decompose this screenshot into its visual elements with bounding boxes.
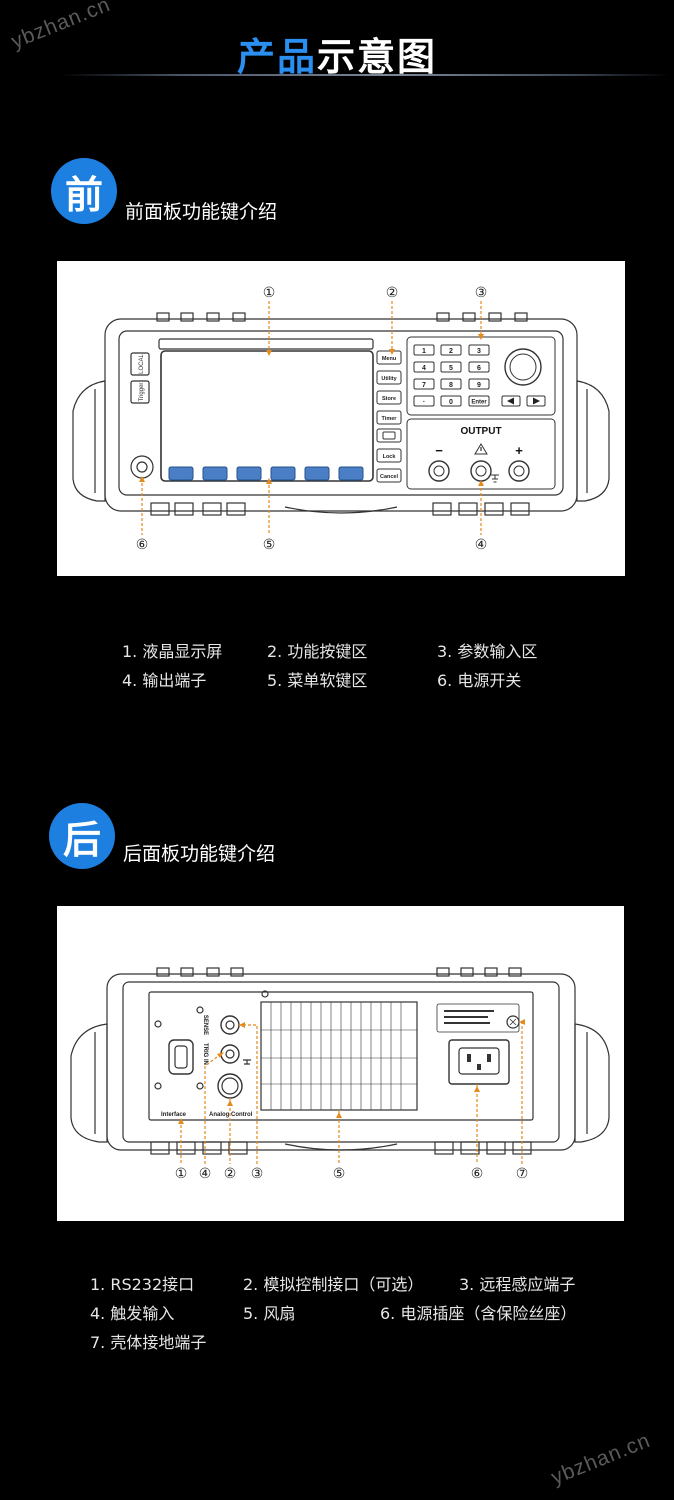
rear-legend-item-2: 2. 模拟控制接口（可选） [243, 1275, 424, 1294]
store-button: Store [382, 396, 396, 402]
left-handle [72, 380, 106, 502]
title-divider [60, 74, 670, 76]
key-5: 5 [449, 365, 453, 372]
page-title-part1: 产品 [236, 35, 317, 79]
rear-badge: 后 [49, 803, 115, 869]
left-arrow-icon [507, 397, 514, 405]
front-legend-item-1: 1. 液晶显示屏 [122, 642, 223, 661]
rear-legend-item-5: 5. 风扇 [243, 1304, 296, 1323]
front-badge: 前 [51, 158, 117, 224]
rotary-knob [504, 348, 542, 386]
timer-button: Timer [382, 416, 398, 422]
callout-4: ④ [475, 536, 488, 552]
rear-callout-6: ⑥ [471, 1165, 484, 1181]
soft-key-2 [202, 466, 228, 481]
output-terminal-plus [508, 460, 530, 482]
front-legend-item-3: 3. 参数输入区 [437, 642, 538, 661]
rear-ground-icon [243, 1059, 251, 1065]
callout-6: ⑥ [136, 536, 149, 552]
rear-callout-5: ⑤ [333, 1165, 346, 1181]
sense-terminal [220, 1015, 240, 1035]
trig-in-terminal [220, 1044, 240, 1064]
analog-control-label: Analog Control [209, 1112, 253, 1118]
lcd-display [160, 350, 374, 482]
output-terminal-minus [428, 460, 450, 482]
sense-label: SENSE [202, 1015, 208, 1035]
right-arrow-icon [533, 397, 540, 405]
rear-section-heading: 后面板功能键介绍 [123, 843, 276, 865]
key-6: 6 [477, 365, 481, 372]
plus-symbol: + [515, 443, 523, 458]
utility-button: Utility [381, 376, 397, 382]
lock-button: Lock [383, 454, 397, 460]
power-socket [448, 1039, 510, 1085]
page-title: 产品示意图 [0, 26, 674, 81]
soft-key-1 [168, 466, 194, 481]
minus-symbol: − [435, 443, 443, 458]
rear-panel-diagram: Interface Analog Control SENSE TRIG IN ① [57, 906, 624, 1221]
interface-label: Interface [161, 1112, 187, 1118]
soft-key-3 [236, 466, 262, 481]
callout-5: ⑤ [263, 536, 276, 552]
key-7: 7 [422, 382, 426, 389]
key-8: 8 [449, 382, 453, 389]
soft-key-4 [270, 466, 296, 481]
rear-legend-item-7: 7. 壳体接地端子 [90, 1333, 207, 1352]
front-legend-item-5: 5. 菜单软键区 [267, 671, 368, 690]
rear-callout-3: ③ [251, 1165, 264, 1181]
rear-legend-item-3: 3. 远程感应端子 [459, 1275, 576, 1294]
key-dot: · [423, 399, 425, 406]
rear-right-handle [574, 1023, 610, 1143]
soft-key-6 [338, 466, 364, 481]
soft-key-5 [304, 466, 330, 481]
key-9: 9 [477, 382, 481, 389]
power-button [130, 455, 154, 479]
output-label: OUTPUT [460, 426, 501, 437]
rear-legend-item-1: 1. RS232接口 [90, 1275, 195, 1294]
front-section-heading: 前面板功能键介绍 [125, 201, 278, 223]
callout-3: ③ [475, 284, 488, 300]
rear-callout-4: ④ [199, 1165, 212, 1181]
callout-2: ② [386, 284, 399, 300]
cancel-button: Cancel [380, 474, 399, 480]
callout-1: ① [263, 284, 276, 300]
front-body-outline [104, 318, 578, 512]
rs232-connector [168, 1039, 194, 1075]
local-button-label: LOCAL [139, 354, 145, 374]
key-0: 0 [449, 399, 453, 406]
front-legend-item-6: 6. 电源开关 [437, 671, 522, 690]
rear-left-handle [70, 1023, 108, 1143]
right-handle [576, 380, 610, 502]
key-1: 1 [422, 348, 426, 355]
watermark-bottom: ybzhan.cn [548, 1428, 654, 1490]
key-enter: Enter [471, 400, 487, 406]
rear-callout-2: ② [224, 1165, 237, 1181]
trigger-button-label: Trigger [139, 383, 145, 402]
fan-grill [260, 1001, 418, 1111]
trig-in-label: TRIG IN [202, 1043, 208, 1065]
rear-callout-7: ⑦ [516, 1165, 529, 1181]
menu-button: Menu [382, 356, 396, 362]
key-4: 4 [422, 365, 426, 372]
rear-callout-1: ① [175, 1165, 188, 1181]
front-legend-item-4: 4. 输出端子 [122, 671, 207, 690]
key-2: 2 [449, 348, 453, 355]
ground-icon [491, 474, 499, 483]
front-legend-item-2: 2. 功能按键区 [267, 642, 368, 661]
warning-icon [474, 443, 488, 455]
output-terminal-ground [470, 460, 492, 482]
rear-legend-item-6: 6. 电源插座（含保险丝座） [380, 1304, 577, 1323]
rear-legend-item-4: 4. 触发输入 [90, 1304, 175, 1323]
key-3: 3 [477, 348, 481, 355]
page-title-part2: 示意图 [317, 35, 438, 79]
front-panel-diagram: LOCAL Trigger Menu Utility Store Timer L… [57, 261, 625, 576]
